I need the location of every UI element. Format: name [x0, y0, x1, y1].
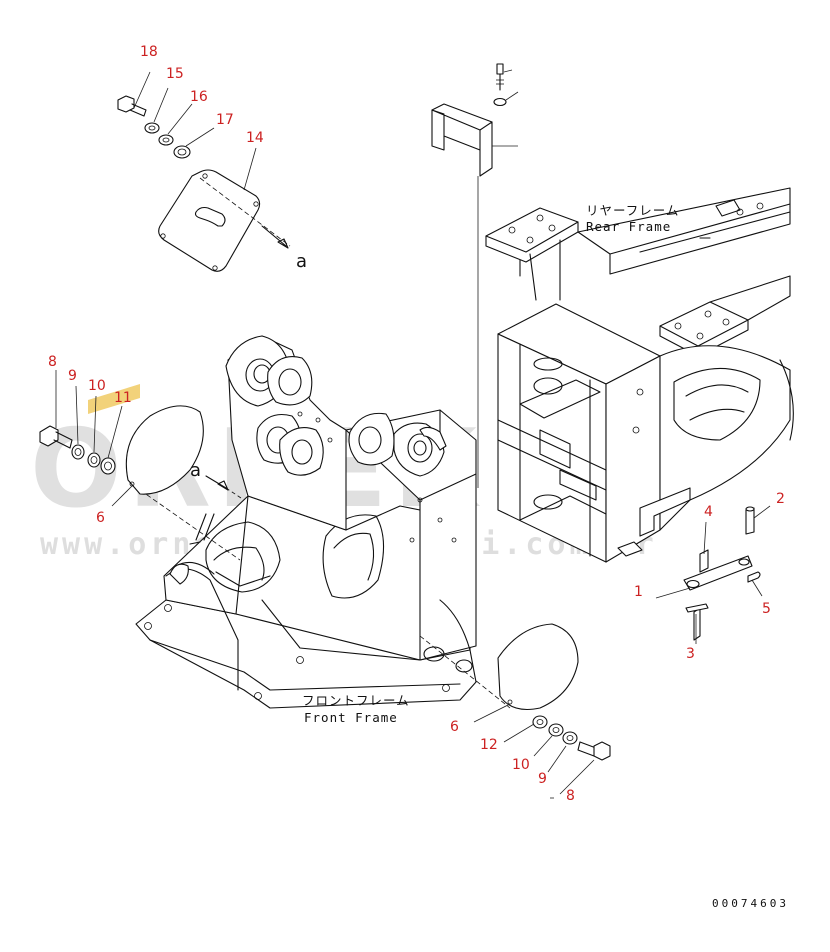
- bracket-assembly: [431, 63, 507, 488]
- callout-13: 16: [190, 89, 208, 105]
- washer-part-18: [493, 97, 507, 107]
- pin-part-4: [699, 549, 709, 573]
- front-frame-label-jp: フロントフレーム: [302, 693, 410, 708]
- callout-12: 15: [166, 66, 184, 82]
- cover-part-6-right: [497, 623, 579, 711]
- callout-15: 18: [140, 44, 158, 60]
- callout-9-right: 10: [512, 757, 530, 773]
- right-cover-assembly: [497, 623, 611, 761]
- washer-part-10-right: [532, 715, 548, 729]
- callouts: 18 15 16 17 14 8 9 10 11 6 1 2 3 4 5 6 1…: [48, 44, 785, 804]
- pin-part-2: [745, 507, 755, 535]
- front-frame-label-en: Front Frame: [304, 710, 398, 725]
- callout-3: 3: [686, 646, 695, 662]
- washer-part-9-left: [87, 452, 101, 468]
- arrow-letter-front: a: [190, 460, 201, 481]
- front-frame: a: [135, 335, 511, 709]
- callout-8-right: 9: [538, 771, 547, 787]
- callout-14: 17: [216, 112, 234, 128]
- callout-2: 2: [776, 491, 785, 507]
- frame-labels: リヤーフレーム Rear Frame フロントフレーム Front Frame: [302, 203, 679, 725]
- washer-part-13: [158, 134, 174, 146]
- callout-6-right: 6: [450, 719, 459, 735]
- callout-11: 14: [246, 130, 264, 146]
- callout-7-right: 8: [566, 788, 575, 804]
- hinge-plate-part-1: [683, 555, 753, 591]
- callout-5: 5: [762, 601, 771, 617]
- bracket-part-16: [431, 109, 493, 177]
- washer-part-9-right: [548, 723, 564, 737]
- callout-10-right: 12: [480, 737, 498, 753]
- arrow-letter-top: a: [296, 251, 307, 272]
- bolt-part-17: [496, 63, 504, 91]
- callout-8-left: 9: [68, 368, 77, 384]
- washer-part-14: [173, 145, 191, 159]
- watermark-accent: [88, 384, 140, 414]
- bolt-part-7-left: [39, 425, 59, 447]
- callout-4: 4: [704, 504, 713, 520]
- washer-part-10-left: [100, 457, 116, 475]
- pin-part-3: [693, 607, 701, 641]
- washer-part-8-right: [562, 731, 578, 745]
- callout-7-left: 8: [48, 354, 57, 370]
- rear-frame-label-en: Rear Frame: [586, 219, 671, 234]
- left-cover-assembly: [39, 405, 204, 495]
- washer-part-8-left: [71, 444, 85, 460]
- cover-part-6-left: [125, 405, 204, 495]
- callout-9-left: 10: [88, 378, 106, 394]
- callout-10-left: 11: [114, 390, 132, 406]
- bolt-part-7-right: [577, 741, 597, 757]
- rear-frame-label-jp: リヤーフレーム: [586, 203, 679, 218]
- top-cover-assembly: a: [117, 95, 307, 272]
- callout-1: 1: [634, 584, 643, 600]
- drawing-code: 00074603: [712, 897, 789, 910]
- washer-part-12: [144, 122, 160, 134]
- leader-lines: [55, 69, 771, 799]
- bolt-part-15: [117, 95, 147, 117]
- rear-frame: [485, 187, 794, 641]
- callout-6-left: 6: [96, 510, 105, 526]
- clip-part-5: [747, 571, 761, 583]
